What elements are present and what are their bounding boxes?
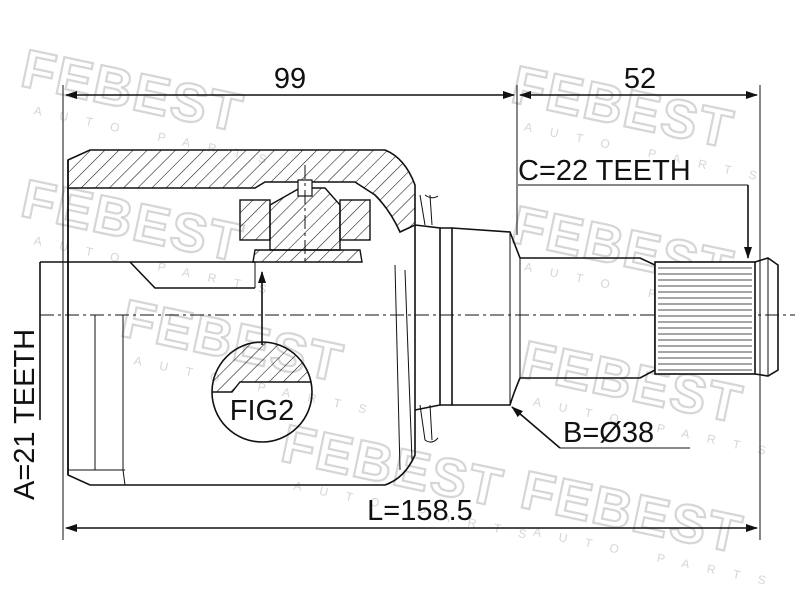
tripod-spider	[239, 165, 371, 263]
fig2-detail: FIG2	[211, 271, 313, 443]
teeth-c-callout: C=22 TEETH	[518, 155, 752, 259]
housing-collar	[414, 194, 453, 443]
fig2-label: FIG2	[230, 395, 294, 427]
extension-lines	[62, 85, 761, 540]
outer-stem	[451, 227, 656, 406]
dimension-99: 99	[65, 63, 515, 99]
joint-housing	[67, 149, 416, 486]
inner-shaft-stub	[39, 261, 256, 420]
teeth-a-callout: A=21 TEETH	[9, 329, 41, 500]
splined-end	[654, 257, 779, 377]
dimension-52-label: 52	[624, 63, 656, 95]
diameter-b-label: B=Ø38	[563, 417, 654, 449]
teeth-c-label: C=22 TEETH	[518, 155, 691, 187]
overall-length-label: L=158.5	[367, 495, 473, 527]
diameter-b-callout: B=Ø38	[511, 406, 690, 449]
dimension-overall: L=158.5	[65, 495, 758, 532]
dimension-52: 52	[519, 63, 758, 99]
teeth-a-label: A=21 TEETH	[9, 329, 41, 500]
dimension-99-label: 99	[274, 63, 306, 95]
